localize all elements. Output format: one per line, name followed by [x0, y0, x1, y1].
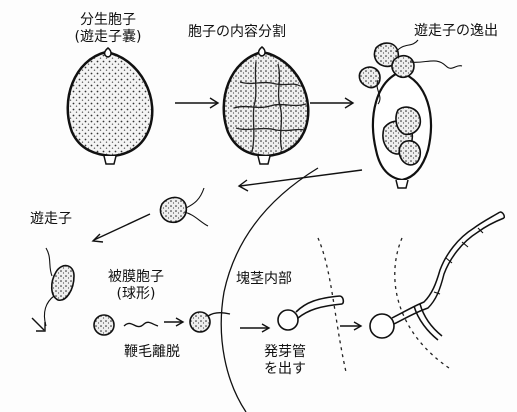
encysted-spore-label: 被膜胞子 (球形): [92, 269, 180, 303]
arrow-to-mycelium: [340, 322, 361, 330]
branching-hypha-figure: [370, 212, 504, 340]
arrow-to-zoospore-stage: [93, 214, 150, 242]
encysted-spore-figure: [94, 315, 114, 335]
arrow-division-to-release: [310, 98, 353, 108]
arrow-release-to-zoospore: [239, 170, 362, 191]
germ-tube-label-line1: 発芽管: [264, 344, 306, 361]
internal-division-label: 胞子の内容分割: [188, 24, 286, 41]
sporangium-label: 分生胞子 (遊走子嚢): [48, 12, 168, 46]
swimming-zoospore-figure: [160, 188, 208, 226]
sporangium-label-line2: (遊走子嚢): [48, 29, 168, 46]
arrow-sporangium-to-division: [175, 98, 218, 108]
tuber-interior-label: 塊茎内部: [236, 271, 292, 288]
arrow-cyst-to-germination: [164, 318, 183, 326]
germ-tube-label-line2: を出す: [264, 361, 306, 378]
germ-tube-label: 発芽管 を出す: [264, 344, 306, 378]
sporangium-label-line1: 分生胞子: [48, 12, 168, 29]
divided-sporangium-figure: [224, 47, 309, 164]
arrow-into-tuber: [240, 324, 269, 332]
germinating-cyst-figure: [190, 312, 230, 332]
zoospore-label: 遊走子: [30, 211, 72, 228]
detached-flagella-figure: [124, 322, 158, 326]
sporangium-figure: [68, 48, 153, 164]
encysted-spore-label-line2: (球形): [92, 286, 180, 303]
zoospore-release-figure: [359, 40, 462, 188]
flagella-loss-label: 鞭毛離脱: [124, 344, 180, 361]
arrow-zoospore-to-cyst: [32, 318, 45, 331]
zoospore-release-label: 遊走子の逸出: [414, 23, 498, 40]
encysted-spore-label-line1: 被膜胞子: [92, 269, 180, 286]
zoospore-figure: [44, 248, 74, 326]
